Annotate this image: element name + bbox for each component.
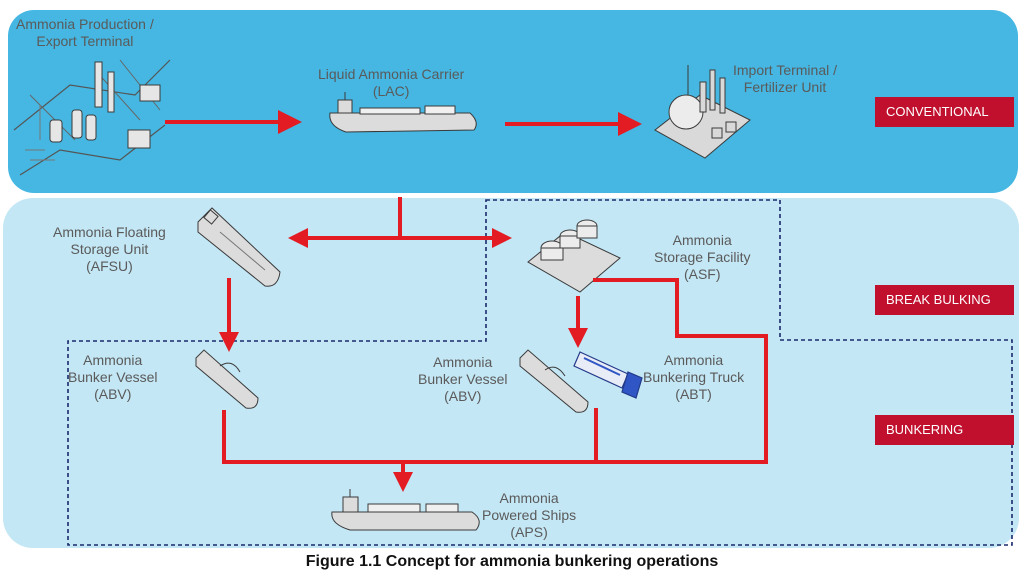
abv-mid-label-line1: Ammonia: [433, 354, 493, 370]
storage-facility-tanks-icon: [527, 219, 621, 293]
afsu-label: Ammonia Floating Storage Unit (AFSU): [53, 224, 166, 275]
powered-ship-icon: [331, 489, 480, 531]
afsu-label-line1: Ammonia Floating: [53, 224, 166, 240]
abv-left-label-line3: (ABV): [94, 386, 132, 402]
abt-label-line3: (ABT): [675, 386, 712, 402]
conventional-band: [8, 10, 1018, 193]
bunkering-truck-icon: [573, 351, 643, 399]
abt-label: Ammonia Bunkering Truck (ABT): [643, 352, 744, 403]
abv-left-label-line1: Ammonia: [83, 352, 143, 368]
abv-left-label: Ammonia Bunker Vessel (ABV): [68, 352, 158, 403]
tag-bunkering: BUNKERING: [875, 415, 1014, 445]
aps-label-line3: (APS): [510, 524, 548, 540]
break-bulking-dashed-outline: [67, 199, 1013, 546]
figure-caption: Figure 1.1 Concept for ammonia bunkering…: [305, 553, 719, 570]
production-label: Ammonia Production / Export Terminal: [16, 16, 154, 50]
ammonia-carrier-ship-icon: [329, 92, 477, 133]
import-label-line2: Fertilizer Unit: [743, 79, 827, 95]
asf-label-line1: Ammonia: [672, 232, 732, 248]
aps-label: Ammonia Powered Ships (APS): [482, 490, 576, 541]
import-label: Import Terminal / Fertilizer Unit: [733, 62, 837, 96]
floating-storage-ship-icon: [197, 207, 281, 287]
flow-arrows: [165, 110, 768, 492]
abv-mid-label-line3: (ABV): [444, 388, 482, 404]
tag-conventional: CONVENTIONAL: [875, 97, 1014, 127]
afsu-label-line2: Storage Unit: [70, 241, 149, 257]
bunker-vessel-icon: [195, 349, 259, 409]
production-label-line2: Export Terminal: [36, 33, 134, 49]
asf-label: Ammonia Storage Facility (ASF): [654, 232, 750, 283]
tag-break-bulking: BREAK BULKING: [875, 285, 1014, 315]
asf-label-line2: Storage Facility: [654, 249, 751, 265]
lac-label: Liquid Ammonia Carrier (LAC): [318, 66, 464, 100]
production-label-line1: Ammonia Production /: [16, 16, 154, 32]
abv-mid-label: Ammonia Bunker Vessel (ABV): [418, 354, 508, 405]
lac-label-line2: (LAC): [372, 83, 410, 99]
aps-label-line2: Powered Ships: [482, 507, 577, 523]
import-terminal-icon: [654, 65, 751, 159]
afsu-label-line3: (AFSU): [86, 258, 133, 274]
abv-mid-label-line2: Bunker Vessel: [418, 371, 508, 387]
line-collector: [222, 408, 598, 464]
abt-label-line1: Ammonia: [664, 352, 724, 368]
lac-label-line1: Liquid Ammonia Carrier: [318, 66, 465, 82]
aps-label-line1: Ammonia: [499, 490, 559, 506]
bunker-vessel-icon: [519, 349, 589, 413]
ammonia-plant-icon: [13, 59, 171, 176]
asf-label-line3: (ASF): [683, 266, 721, 282]
line-asf-to-bunkering: [593, 278, 768, 464]
import-label-line1: Import Terminal /: [733, 62, 837, 78]
abt-label-line2: Bunkering Truck: [643, 369, 745, 385]
bunkering-band: [3, 198, 1019, 548]
abv-left-label-line2: Bunker Vessel: [68, 369, 158, 385]
